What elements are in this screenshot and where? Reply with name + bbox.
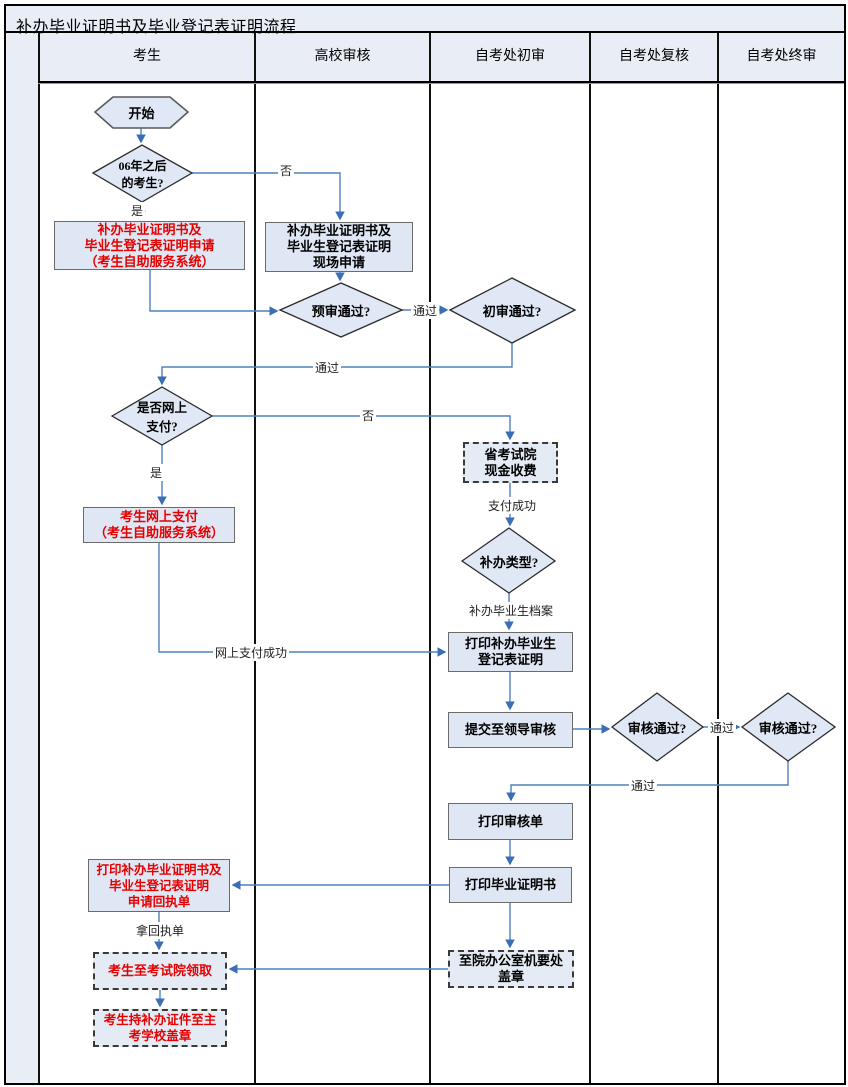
decision-payq-shape xyxy=(110,386,214,446)
process-print-registration: 打印补办毕业生 登记表证明 xyxy=(448,632,573,672)
edge-label-review2-pass: 通过 xyxy=(708,719,737,736)
edge-label-payq-no: 否 xyxy=(360,407,377,424)
edge-applyonline-to-prereview xyxy=(149,270,279,316)
edge-label-online-pay-success: 网上支付成功 xyxy=(213,644,290,661)
lane-divider-1 xyxy=(254,33,256,1083)
process-stamp-school: 考生持补办证件至主 考学校盖章 xyxy=(93,1009,227,1047)
edge-label-type-archive: 补办毕业生档案 xyxy=(467,602,556,619)
edge-label-after06-yes: 是 xyxy=(129,202,146,219)
edge-label-pay-success: 支付成功 xyxy=(486,497,539,514)
edge-payonline-to-printreg xyxy=(158,543,447,657)
edge-payq-no xyxy=(212,415,515,441)
edge-label-firstreview-pass: 通过 xyxy=(313,359,342,376)
process-print-certificate: 打印毕业证明书 xyxy=(449,867,572,903)
header-divider xyxy=(38,81,844,83)
edge-label-prereview-pass: 通过 xyxy=(411,302,440,319)
lane-header-candidate: 考生 xyxy=(133,49,161,64)
decision-review2-shape xyxy=(610,692,705,762)
lane-divider-strip xyxy=(38,33,40,1083)
edge-label-take-receipt: 拿回执单 xyxy=(134,922,187,939)
process-print-audit: 打印审核单 xyxy=(448,803,573,840)
edge-label-after06-no: 否 xyxy=(278,162,295,179)
decision-review3-shape xyxy=(740,692,837,762)
lane-header-first-review: 自考处初审 xyxy=(475,49,545,64)
process-print-receipt: 打印补办毕业证明书及 毕业生登记表证明 申请回执单 xyxy=(88,859,230,912)
process-collect-certificate: 考生至考试院领取 xyxy=(93,952,227,990)
edge-after06-no xyxy=(192,172,345,221)
edge-label-payq-yes: 是 xyxy=(148,464,165,481)
edge-label-review3-pass: 通过 xyxy=(629,777,658,794)
lane-header-recheck: 自考处复核 xyxy=(619,49,689,64)
lane-divider-4 xyxy=(717,33,719,1083)
lane-divider-3 xyxy=(589,33,591,1083)
decision-after06-shape xyxy=(91,144,194,203)
process-apply-onsite: 补办毕业证明书及 毕业生登记表证明 现场申请 xyxy=(265,222,413,272)
title-divider xyxy=(6,31,844,33)
process-stamp-office: 至院办公室机要处 盖章 xyxy=(448,950,574,988)
process-pay-online: 考生网上支付 （考生自助服务系统） xyxy=(83,507,235,543)
lane-header-university-review: 高校审核 xyxy=(314,49,371,64)
decision-prereview-shape xyxy=(278,282,404,338)
lane-divider-2 xyxy=(429,33,431,1083)
process-submit-leader: 提交至领导审核 xyxy=(448,712,573,748)
decision-firstreview-shape xyxy=(448,277,577,344)
process-cash-pay: 省考试院 现金收费 xyxy=(463,442,558,483)
start-shape xyxy=(93,96,190,129)
lane-header-final-review: 自考处终审 xyxy=(746,49,817,64)
decision-type-shape xyxy=(460,527,557,594)
process-apply-online: 补办毕业证明书及 毕业生登记表证明申请 （考生自助服务系统） xyxy=(54,221,245,270)
